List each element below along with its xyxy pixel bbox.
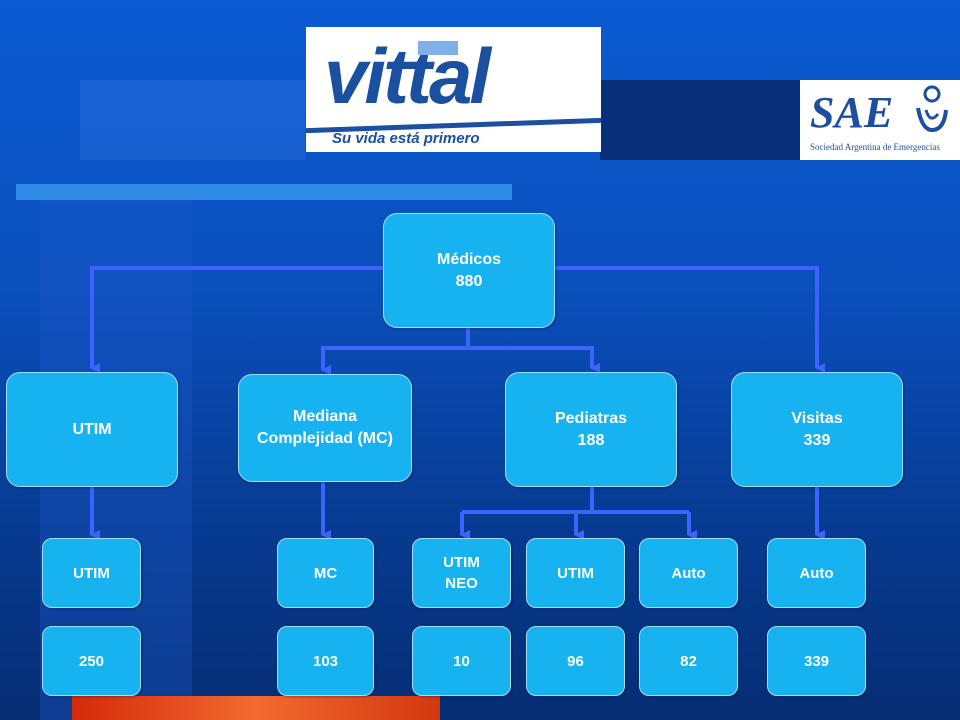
value-utim-neo: 10 xyxy=(412,626,511,696)
node-utim-label: UTIM xyxy=(72,420,112,438)
value-auto-ped: 82 xyxy=(639,626,738,696)
accent-bar-bottom xyxy=(72,696,440,720)
vittal-wordmark: vittal xyxy=(324,32,491,120)
vittal-cross-icon xyxy=(418,41,458,55)
background-band-top-light xyxy=(80,80,305,160)
node-utim-ped: UTIM xyxy=(526,538,625,608)
node-mediana-complejidad: Mediana Complejidad (MC) xyxy=(238,374,412,482)
value-auto-ped-text: 82 xyxy=(680,652,697,670)
node-auto-ped: Auto xyxy=(639,538,738,608)
connector-root-utim xyxy=(90,266,385,373)
node-visitas: Visitas 339 xyxy=(731,372,903,487)
node-utim-sub-label: UTIM xyxy=(73,564,110,582)
node-pediatras: Pediatras 188 xyxy=(505,372,677,487)
vittal-logo: vittal Su vida está primero xyxy=(306,27,601,152)
node-medicos: Médicos 880 xyxy=(383,213,555,328)
value-mc-text: 103 xyxy=(312,652,339,670)
node-pediatras-label: Pediatras 188 xyxy=(554,409,628,449)
sae-subtitle: Sociedad Argentina de Emergencias xyxy=(810,142,940,152)
connector-root-pediatras xyxy=(468,346,600,373)
sae-wordmark: SAE xyxy=(810,88,894,137)
node-visitas-label: Visitas 339 xyxy=(791,409,843,449)
value-utim: 250 xyxy=(42,626,141,696)
value-utim-ped-text: 96 xyxy=(567,652,584,670)
node-auto-vis: Auto xyxy=(767,538,866,608)
node-auto-vis-label: Auto xyxy=(799,564,834,582)
vittal-tagline: Su vida está primero xyxy=(332,130,480,147)
value-utim-text: 250 xyxy=(78,652,105,670)
value-auto-vis-text: 339 xyxy=(803,652,830,670)
node-utim-neo-label: UTIM NEO xyxy=(443,554,480,592)
sae-emblem-icon xyxy=(916,85,948,133)
node-utim-sub: UTIM xyxy=(42,538,141,608)
value-utim-ped: 96 xyxy=(526,626,625,696)
value-auto-vis: 339 xyxy=(767,626,866,696)
node-utim-neo: UTIM NEO xyxy=(412,538,511,608)
node-mc-label: MC xyxy=(313,564,338,582)
background-band-top-dark xyxy=(600,80,800,160)
connector-root-visitas xyxy=(555,266,825,373)
accent-stripe xyxy=(16,184,512,200)
node-mediana-label: Mediana Complejidad (MC) xyxy=(257,408,393,447)
node-medicos-label: Médicos 880 xyxy=(436,250,501,290)
value-utim-neo-text: 10 xyxy=(453,652,470,670)
node-auto-ped-label: Auto xyxy=(671,564,706,582)
node-utim: UTIM xyxy=(6,372,178,487)
sae-logo: SAE Sociedad Argentina de Emergencias xyxy=(800,80,960,160)
node-mc: MC xyxy=(277,538,374,608)
value-mc: 103 xyxy=(277,626,374,696)
node-utim-ped-label: UTIM xyxy=(557,564,594,582)
connector-root-mediana xyxy=(321,346,468,375)
